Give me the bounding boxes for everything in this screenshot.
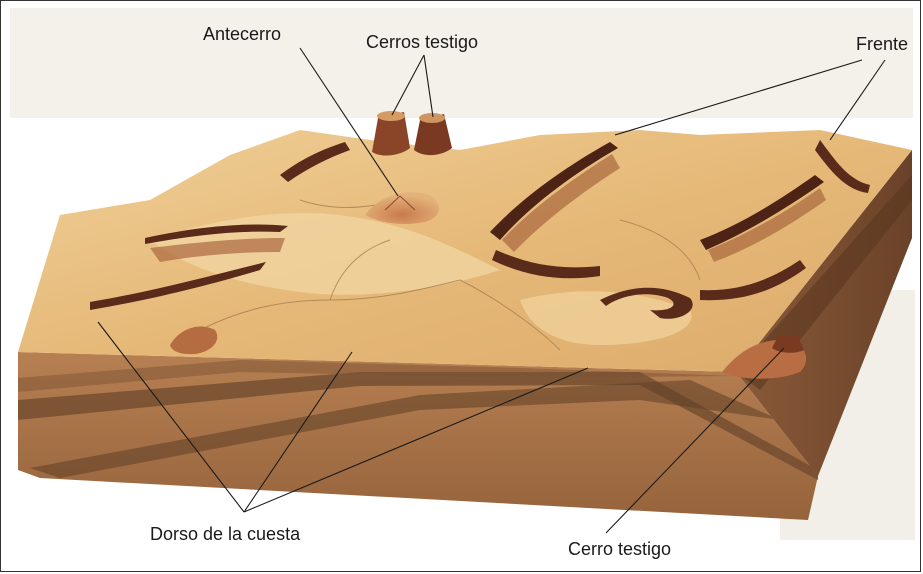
leader-cerros-testigo-a	[391, 54, 425, 116]
scarp-central-lower	[492, 250, 600, 279]
label-dorso-de-la-cuesta: Dorso de la cuesta	[150, 524, 301, 544]
stratum-1	[18, 372, 818, 480]
leader-dorso-a	[97, 321, 245, 513]
leader-dorso-c	[243, 367, 589, 513]
left-depression	[170, 326, 218, 355]
plateau-light-2	[520, 291, 692, 345]
scarp-right-upper	[700, 175, 824, 250]
scarp-left-lower	[90, 262, 266, 310]
scarp-right-meander	[600, 287, 693, 319]
scarps	[90, 140, 870, 319]
label-cerro-testigo: Cerro testigo	[568, 539, 671, 559]
label-cerros-testigo: Cerros testigo	[366, 32, 478, 52]
stratum-2	[30, 380, 780, 478]
leader-cerros-testigo-b	[423, 54, 434, 118]
leader-lines	[97, 47, 886, 534]
scarp-left-upper	[145, 224, 288, 244]
drainage-lines	[199, 199, 701, 351]
leader-antecerro	[299, 47, 399, 197]
label-frente: Frente	[856, 34, 908, 54]
scarp-back	[280, 142, 350, 182]
label-antecerro: Antecerro	[203, 24, 281, 44]
leader-frente-a	[614, 59, 863, 136]
stratum-3	[18, 360, 736, 392]
scarp-right-lower	[700, 260, 806, 301]
antecerro-mound	[365, 192, 440, 224]
talus	[150, 154, 826, 262]
leader-cerro-testigo	[605, 347, 785, 534]
cerros-testigo-buttes	[372, 111, 452, 156]
leader-frente-b	[829, 59, 886, 141]
leader-dorso-b	[243, 351, 353, 513]
cerro-testigo-butte	[722, 336, 807, 379]
scarp-far-right	[815, 140, 870, 193]
scarp-central	[490, 142, 618, 240]
